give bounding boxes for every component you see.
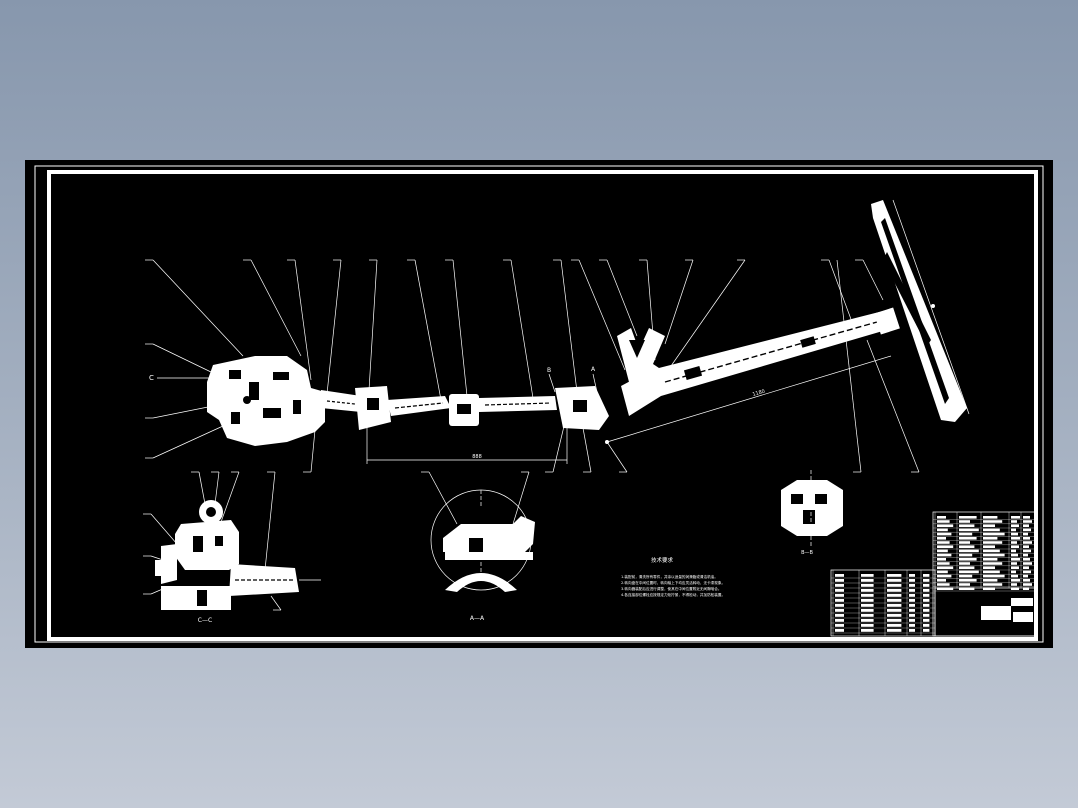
marker-c: C xyxy=(149,374,154,382)
tech-requirement-2: 2.转向盘在中间位置时，转向轴上下均应灵活转动，无卡滞现象。 xyxy=(621,580,725,585)
tech-requirement-1: 1.装配前，清洗所有零件，并涂以适量的润滑脂或清洁机油。 xyxy=(621,574,718,579)
section-view-c-c: C—C xyxy=(143,471,321,624)
dimension-1180: 1180 xyxy=(752,389,766,398)
steering-gear-housing xyxy=(207,356,325,446)
dimension-lower: 888 xyxy=(366,422,568,464)
tech-requirement-4: 4.各连接部位螺栓应按规定力矩拧紧，不得松动，并加防松装置。 xyxy=(621,592,725,597)
parts-list-and-title-block xyxy=(830,511,1036,637)
dimension-888: 888 xyxy=(472,454,482,460)
section-b-b-label: B—B xyxy=(801,550,813,556)
steering-wheel xyxy=(871,200,967,422)
marker-b: B xyxy=(547,367,551,374)
dimension-overall: 1180 xyxy=(605,199,970,444)
tech-requirements-title: 技术要求 xyxy=(651,556,674,564)
technical-requirements: 技术要求 1.装配前，清洗所有零件，并涂以适量的润滑脂或清洁机油。 2.转向盘在… xyxy=(621,556,725,597)
section-view-b-b: B—B xyxy=(781,470,843,556)
section-a-a-label: A—A xyxy=(470,615,485,622)
outer-border xyxy=(34,165,1044,643)
tech-requirement-3: 3.转向器装配后应进行调整，使其在中间位置附近无间隙啮合。 xyxy=(621,586,721,591)
inner-border xyxy=(47,170,1038,641)
drawing-sheet: 1180 888 C B A xyxy=(25,160,1053,648)
steering-assembly-main-view: 1180 888 C B A xyxy=(149,199,970,464)
marker-a: A xyxy=(591,366,596,373)
section-c-c-label: C—C xyxy=(198,617,212,624)
section-view-a-a: A—A xyxy=(421,471,535,622)
cad-drawing: 1180 888 C B A xyxy=(34,165,1044,643)
part-callout-leaders xyxy=(145,259,920,473)
lower-shaft xyxy=(321,390,361,412)
column-bracket xyxy=(617,328,665,382)
steering-column-tube xyxy=(621,310,893,416)
